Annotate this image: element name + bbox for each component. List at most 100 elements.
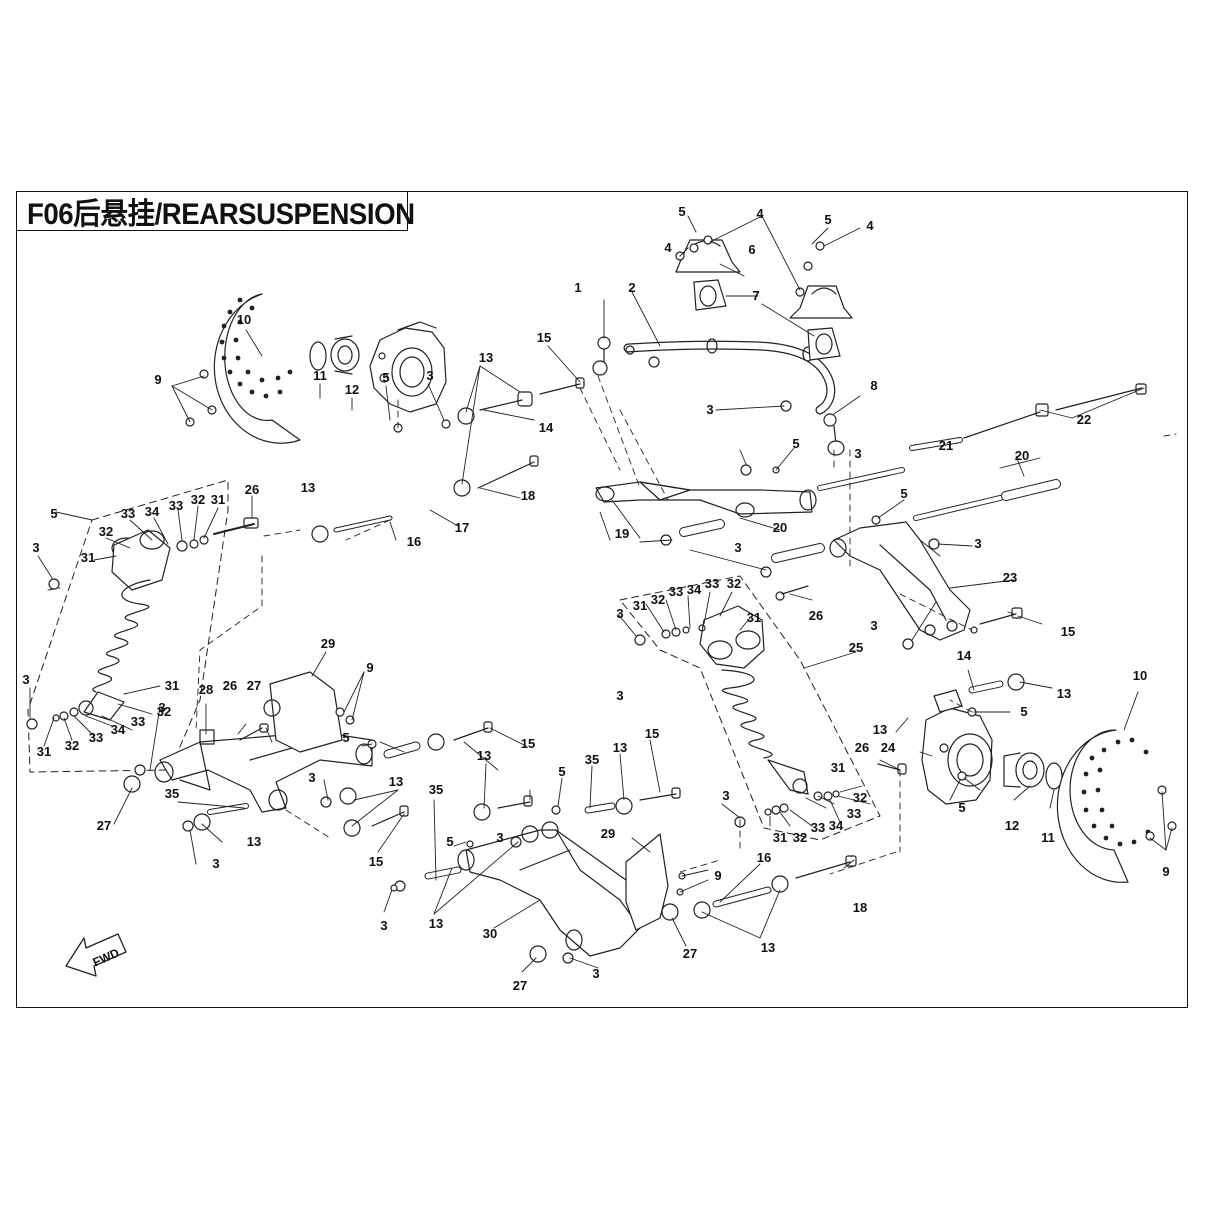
callout-15: 15 (537, 330, 551, 345)
callout-13: 13 (761, 940, 775, 955)
callout-33: 33 (121, 506, 135, 521)
callout-2: 2 (628, 280, 635, 295)
callout-5: 5 (792, 436, 799, 451)
fwd-arrow-icon: FWD (65, 933, 127, 977)
callout-27: 27 (683, 946, 697, 961)
callout-35: 35 (165, 786, 179, 801)
callout-4: 4 (866, 218, 874, 233)
shock-absorber-left (52, 517, 259, 722)
callout-17: 17 (455, 520, 469, 535)
callout-26: 26 (809, 608, 823, 623)
callout-22: 22 (1077, 412, 1091, 427)
callout-13: 13 (429, 916, 443, 931)
callout-33: 33 (169, 498, 183, 513)
callout-27: 27 (247, 678, 261, 693)
callout-3: 3 (496, 830, 503, 845)
callout-4: 4 (756, 206, 764, 221)
callout-26: 26 (223, 678, 237, 693)
upper-arm-19 (595, 481, 817, 518)
callout-32: 32 (65, 738, 79, 753)
callout-16: 16 (407, 534, 421, 549)
callout-3: 3 (706, 402, 713, 417)
callout-3: 3 (592, 966, 599, 981)
callout-31: 31 (747, 610, 761, 625)
callout-24: 24 (881, 740, 896, 755)
assembly-guides (47, 375, 1177, 875)
callout-11: 11 (313, 368, 327, 383)
link-rod-1 (592, 336, 611, 376)
callout-18: 18 (521, 488, 535, 503)
circlip-left (309, 341, 327, 371)
callout-13: 13 (613, 740, 627, 755)
lower-arm-30 (457, 821, 661, 957)
callout-10: 10 (237, 312, 251, 327)
callout-15: 15 (1061, 624, 1075, 639)
callout-32: 32 (853, 790, 867, 805)
bearing-left (330, 335, 360, 375)
upper-arm-23 (829, 521, 971, 641)
pivot-hardware (123, 377, 1147, 963)
brake-disc-right (1056, 729, 1151, 883)
stabilizer-bracket-upper-right (789, 285, 853, 361)
callout-5: 5 (824, 212, 831, 227)
callout-5: 5 (900, 486, 907, 501)
callout-4: 4 (664, 240, 672, 255)
callout-1: 1 (574, 280, 581, 295)
callout-5: 5 (958, 800, 965, 815)
shock-group-left-boundary (27, 479, 229, 773)
callout-32: 32 (157, 704, 171, 719)
callout-20: 20 (773, 520, 787, 535)
callout-3: 3 (22, 672, 29, 687)
callout-19: 19 (615, 526, 629, 541)
callout-5: 5 (558, 764, 565, 779)
callout-13: 13 (1057, 686, 1071, 701)
brake-disc-left (213, 293, 301, 444)
diagram-frame (16, 191, 1188, 1008)
callout-27: 27 (97, 818, 111, 833)
callout-21: 21 (939, 438, 953, 453)
callout-3: 3 (616, 606, 623, 621)
callout-29: 29 (321, 636, 335, 651)
callout-13: 13 (247, 834, 261, 849)
callout-7: 7 (752, 288, 759, 303)
callout-9: 9 (714, 868, 721, 883)
knuckle-left (369, 321, 447, 413)
callout-31: 31 (831, 760, 845, 775)
callout-12: 12 (345, 382, 359, 397)
callout-28: 28 (199, 682, 213, 697)
callout-31: 31 (773, 830, 787, 845)
callout-33: 33 (669, 584, 683, 599)
skid-plate-29-right (625, 833, 669, 931)
shock-group-right-boundary (619, 575, 881, 841)
callout-31: 31 (165, 678, 179, 693)
callout-33: 33 (89, 730, 103, 745)
shock-absorber-right (661, 605, 840, 816)
callout-33: 33 (847, 806, 861, 821)
callout-12: 12 (1005, 818, 1019, 833)
bearing-right (1003, 752, 1045, 788)
callout-34: 34 (829, 818, 844, 833)
callout-32: 32 (99, 524, 113, 539)
lower-arm-28 (154, 729, 373, 813)
page-title: F06后悬挂/REARSUSPENSION (27, 198, 415, 231)
leader-lines (29, 215, 1173, 973)
callout-3: 3 (974, 536, 981, 551)
callout-9: 9 (154, 372, 161, 387)
callout-6: 6 (748, 242, 755, 257)
callout-25: 25 (849, 640, 863, 655)
callout-3: 3 (380, 918, 387, 933)
title-box: F06后悬挂/REARSUSPENSION (16, 191, 415, 231)
callout-34: 34 (687, 582, 702, 597)
callout-10: 10 (1133, 668, 1147, 683)
callout-14: 14 (539, 420, 554, 435)
callout-27: 27 (513, 978, 527, 993)
callout-3: 3 (616, 688, 623, 703)
callout-3: 3 (722, 788, 729, 803)
callout-16: 16 (757, 850, 771, 865)
callout-5: 5 (446, 834, 453, 849)
callout-29: 29 (601, 826, 615, 841)
callout-33: 33 (705, 576, 719, 591)
callout-3: 3 (734, 540, 741, 555)
callout-34: 34 (145, 504, 160, 519)
callout-8: 8 (870, 378, 877, 393)
